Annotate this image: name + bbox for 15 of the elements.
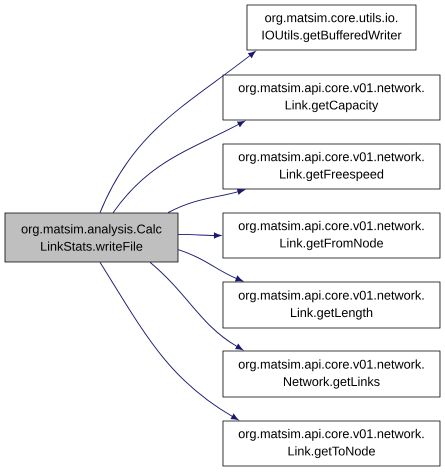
function-box: org.matsim.api.core.v01.network. Link.getCapacity (222, 74, 440, 120)
function-box: org.matsim.api.core.v01.network. Network.getLinks (222, 350, 440, 398)
arrow (150, 262, 243, 350)
function-box: org.matsim.core.utils.io. IOUtils.getBufferedWriter (246, 4, 416, 50)
function-box: org.matsim.analysis.Calc LinkStats.writeFile (4, 212, 178, 262)
arrow (178, 249, 243, 282)
function-box: org.matsim.api.core.v01.network. Link.getFreespeed (222, 144, 440, 190)
function-box: org.matsim.api.core.v01.network. Link.getToNode (222, 420, 440, 466)
arrow (168, 188, 245, 214)
arrow (112, 120, 245, 214)
arrow (100, 262, 238, 420)
arrow (178, 232, 222, 238)
function-box: org.matsim.api.core.v01.network. Link.getLength (222, 282, 440, 328)
function-box: org.matsim.api.core.v01.network. Link.getFromNode (222, 212, 440, 258)
arrow (100, 51, 256, 214)
